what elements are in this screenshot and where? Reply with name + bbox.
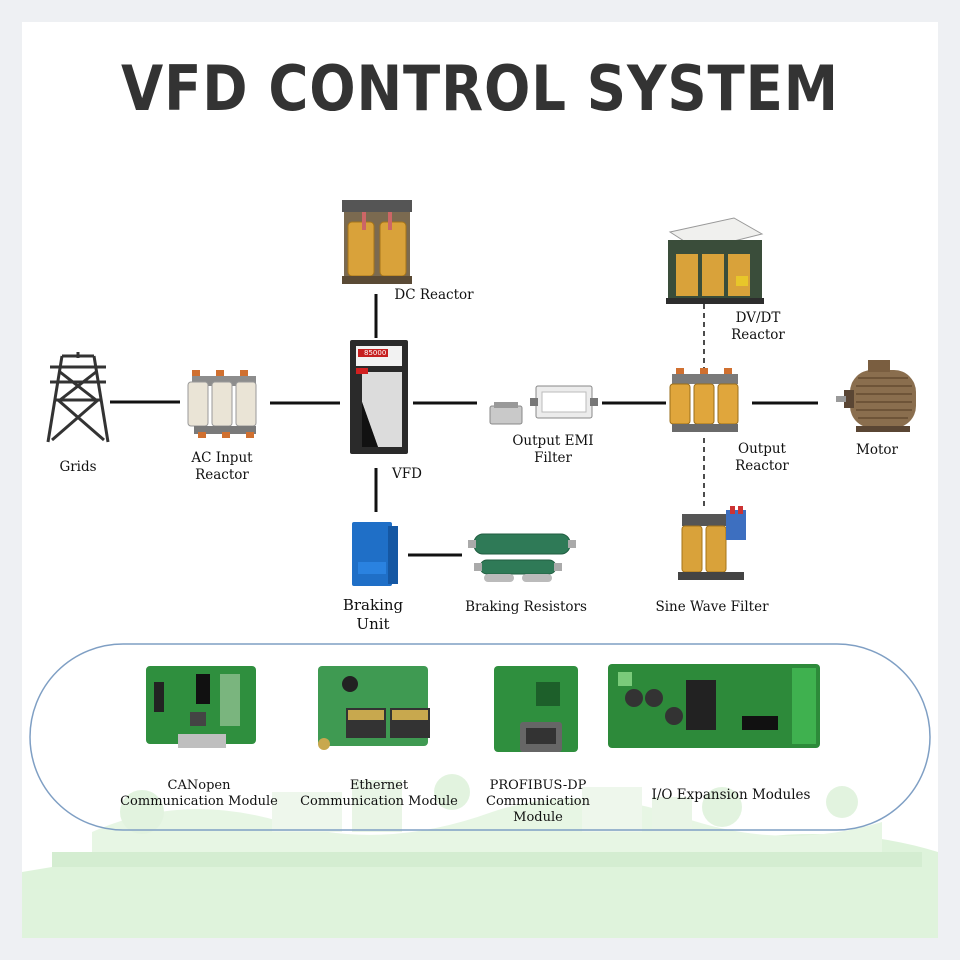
sine-wave-filter-label: Sine Wave Filter xyxy=(655,599,769,615)
output-emi-filter-label-line2: Filter xyxy=(534,450,572,466)
motor-label: Motor xyxy=(856,442,898,458)
grids-label: Grids xyxy=(59,459,97,475)
diagram-canvas: 85000 xyxy=(22,200,938,938)
module-label-ethernet: Ethernet Communication Module xyxy=(298,778,460,810)
profibus-module-image xyxy=(494,666,578,752)
dv-dt-reactor-label-line1: DV/DT xyxy=(735,310,781,326)
module-label-line2: Communication Module xyxy=(120,794,278,809)
landscape-background xyxy=(22,774,938,938)
sine-wave-filter-image xyxy=(678,506,746,580)
braking-unit-label-line2: Unit xyxy=(356,615,390,633)
output-reactor-label: Output Reactor xyxy=(722,441,802,475)
output-emi-filter-label-line1: Output EMI xyxy=(512,433,594,449)
transmission-tower-icon xyxy=(46,352,110,443)
module-label-line2: Communication Module xyxy=(486,794,590,825)
braking-resistors-label: Braking Resistors xyxy=(465,599,587,615)
dv-dt-reactor-label-line2: Reactor xyxy=(731,327,785,343)
ethernet-module-image xyxy=(318,666,430,750)
connection-lines xyxy=(110,294,818,557)
dv-dt-reactor-label: DV/DT Reactor xyxy=(718,310,798,344)
ac-input-reactor-label-line1: AC Input xyxy=(191,450,253,466)
module-label-line1: CANopen xyxy=(167,778,231,793)
module-label-profibus: PROFIBUS-DP Communication Module xyxy=(462,778,614,826)
canopen-module-image xyxy=(146,666,256,748)
motor-image xyxy=(836,360,916,432)
dc-reactor-label: DC Reactor xyxy=(394,287,474,303)
braking-unit-label: Braking Unit xyxy=(334,596,412,634)
module-panel xyxy=(29,643,931,831)
vfd-display: 85000 xyxy=(364,349,386,357)
ac-input-reactor-image xyxy=(187,370,257,438)
output-reactor-image xyxy=(669,368,739,432)
output-emi-filter-label: Output EMI Filter xyxy=(498,433,608,467)
module-label-line1: PROFIBUS-DP xyxy=(489,778,587,793)
module-label-io-expansion: I/O Expansion Modules xyxy=(636,787,826,804)
ac-input-reactor-label: AC Input Reactor xyxy=(172,450,272,484)
module-label-canopen: CANopen Communication Module xyxy=(114,778,284,810)
output-reactor-label-line1: Output xyxy=(738,441,786,457)
ac-input-reactor-label-line2: Reactor xyxy=(195,467,249,483)
vfd-drive-image xyxy=(350,340,408,454)
module-label-line1: Ethernet xyxy=(349,778,409,793)
braking-unit-label-line1: Braking xyxy=(342,596,404,614)
output-reactor-label-line2: Reactor xyxy=(735,458,789,474)
braking-resistors-image xyxy=(468,533,576,582)
diagram-page: VFD CONTROL SYSTEM xyxy=(22,22,938,938)
dv-dt-reactor-image xyxy=(666,217,764,304)
dc-reactor-image xyxy=(342,200,412,284)
page-title: VFD CONTROL SYSTEM xyxy=(121,52,839,125)
module-label-line1: I/O Expansion Modules xyxy=(651,787,811,803)
io-expansion-module-image xyxy=(608,664,820,748)
braking-unit-image xyxy=(352,522,398,586)
vfd-label: VFD xyxy=(392,466,422,482)
output-emi-filter-image xyxy=(489,385,598,425)
module-label-line2: Communication Module xyxy=(300,794,458,809)
